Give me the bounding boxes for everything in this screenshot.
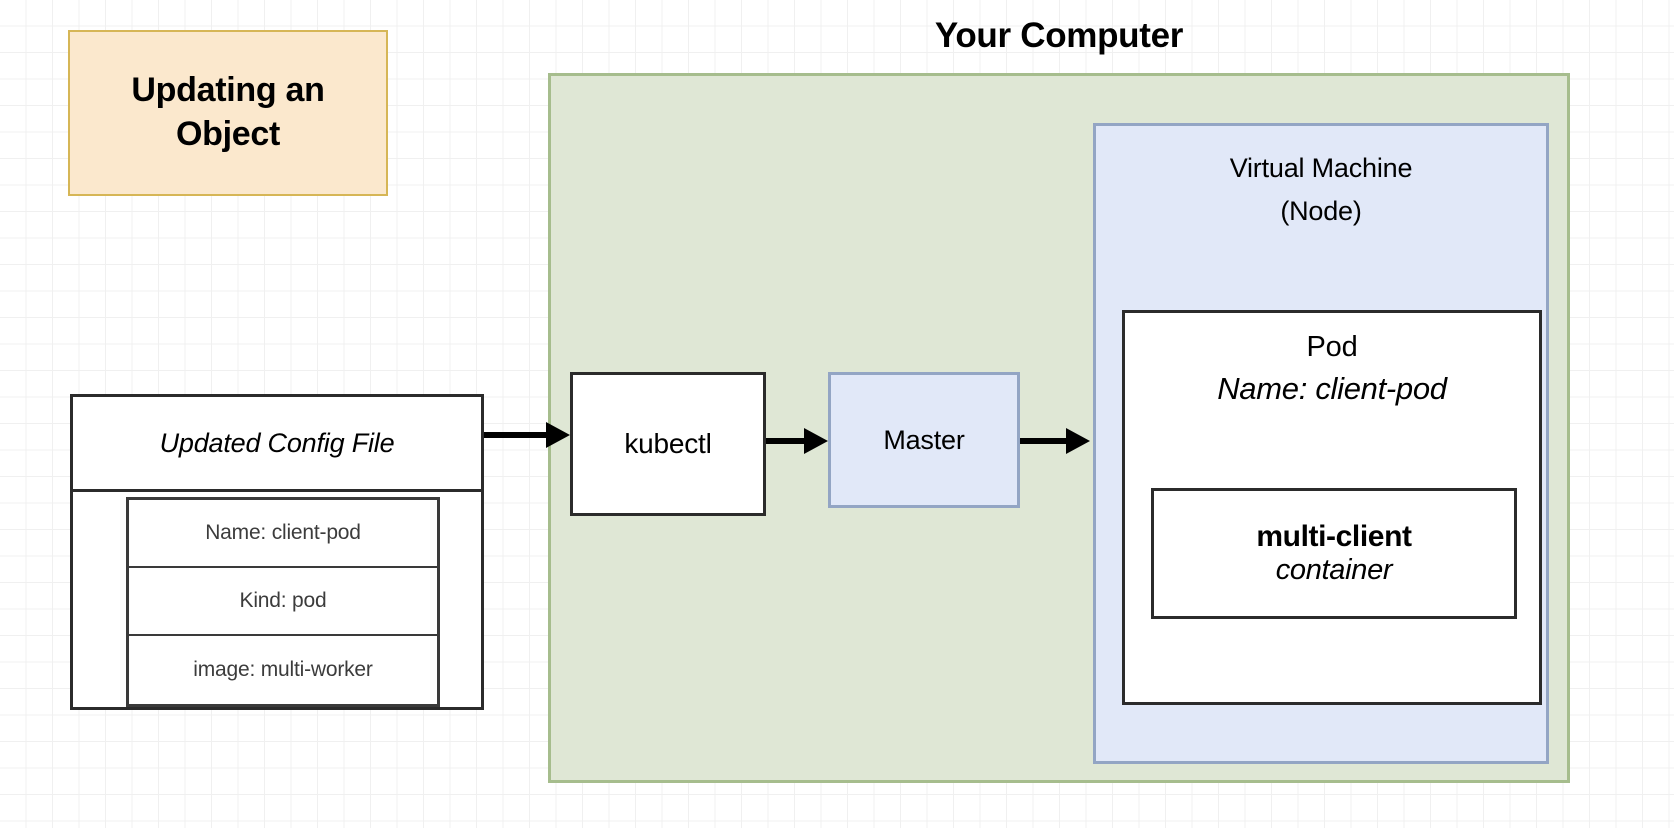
config-file-rows: Name: client-pod Kind: pod image: multi-…	[126, 497, 440, 707]
config-row-name: Name: client-pod	[129, 500, 437, 568]
pod-name: Name: client-pod	[1217, 371, 1447, 406]
kubectl-box: kubectl	[570, 372, 766, 516]
title-card-text: Updating an Object	[131, 69, 324, 156]
virtual-machine-title: Virtual Machine (Node)	[1096, 147, 1546, 233]
arrow-kubectl-to-master-icon	[766, 428, 828, 454]
virtual-machine-line2: (Node)	[1280, 196, 1362, 227]
config-file-title: Updated Config File	[73, 397, 481, 492]
container-kind: container	[1275, 554, 1393, 587]
pod-box: Pod Name: client-pod multi-client contai…	[1122, 310, 1542, 705]
virtual-machine-line1: Virtual Machine	[1229, 153, 1413, 183]
title-card-line2: Object	[175, 115, 280, 153]
arrow-master-to-pod-icon	[1020, 428, 1090, 454]
master-box: Master	[828, 372, 1020, 508]
pod-title: Pod	[1306, 331, 1358, 363]
container-box: multi-client container	[1151, 488, 1517, 619]
config-row-image: image: multi-worker	[193, 657, 373, 681]
config-row-kind: Kind: pod	[129, 568, 437, 636]
your-computer-heading: Your Computer	[934, 16, 1184, 55]
updated-config-file-box: Updated Config File Name: client-pod Kin…	[70, 394, 484, 710]
container-name: multi-client	[1256, 519, 1412, 553]
title-card-line1: Updating an	[131, 71, 325, 110]
arrow-config-to-kubectl-icon	[484, 422, 570, 448]
title-card: Updating an Object	[68, 30, 388, 196]
